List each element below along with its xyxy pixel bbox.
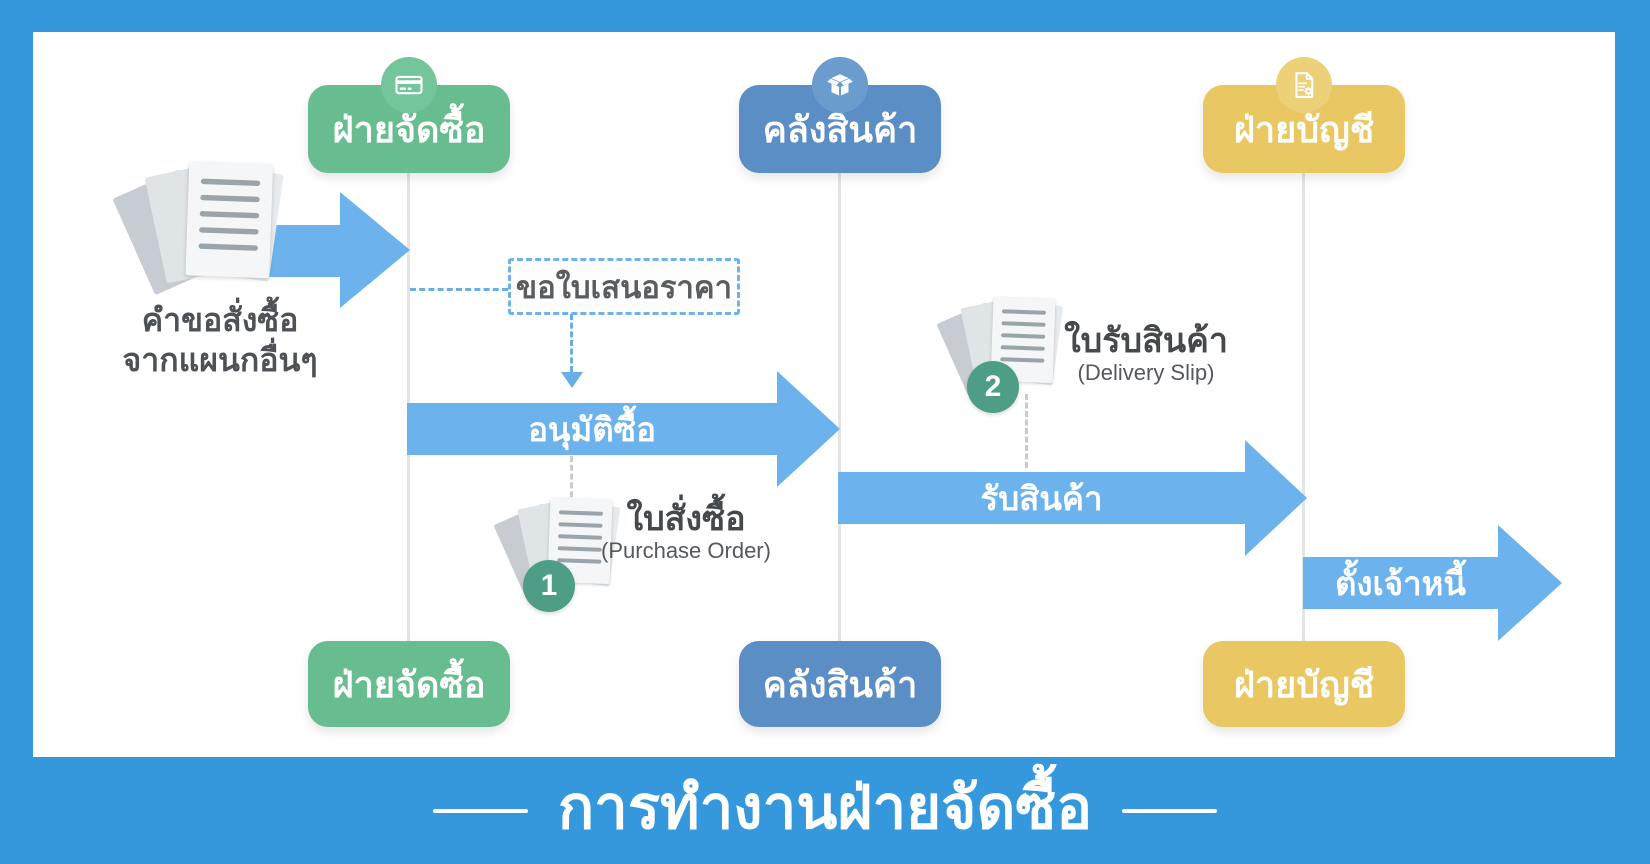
step-1-badge: 1	[523, 560, 575, 612]
arrow-receive-goods: รับสินค้า	[838, 440, 1307, 556]
dashed-link-approve	[570, 314, 573, 372]
caption-line-1: คำขอสั่งซื้อ	[141, 302, 299, 338]
record-payable-label: ตั้งเจ้าหนี้	[1334, 564, 1466, 602]
caption-line-2: จากแผนกอื่นๆ	[122, 342, 318, 378]
header-bottom-accounting: ฝ่ายบัญชี	[1203, 641, 1405, 727]
arrow-approve-purchase: อนุมัติซื้อ	[407, 371, 840, 487]
dashed-link-quotation	[410, 288, 508, 291]
arrow-record-payable: ตั้งเจ้าหนี้	[1303, 525, 1562, 641]
purchase-request-documents-icon	[112, 158, 284, 307]
header-top-accounting: ฝ่ายบัญชี	[1203, 85, 1405, 173]
page-title: การทำงานฝ่ายจัดซื้อ	[557, 774, 1093, 841]
document-gear-icon	[1276, 57, 1332, 113]
dashed-link-receive	[1025, 394, 1028, 468]
header-bottom-warehouse: คลังสินค้า	[739, 641, 941, 727]
header-bottom-purchasing: ฝ่ายจัดซื้อ	[308, 641, 510, 727]
approve-purchase-label: อนุมัติซื้อ	[528, 410, 656, 448]
dashed-arrowhead-down-icon	[561, 372, 583, 388]
lane-line-accounting	[1302, 173, 1305, 645]
delivery-slip-subtitle: (Delivery Slip)	[1077, 360, 1215, 385]
purchase-order-title: ใบสั่งซื้อ	[626, 500, 746, 538]
purchase-order-label: ใบสั่งซื้อ (Purchase Order)	[576, 500, 796, 564]
dashed-link-purchase-order	[570, 456, 573, 506]
title-dash-left	[432, 808, 528, 813]
delivery-slip-title: ใบรับสินค้า	[1064, 322, 1228, 360]
title-dash-right	[1122, 808, 1218, 813]
purchase-request-caption: คำขอสั่งซื้อ จากแผนกอื่นๆ	[95, 300, 345, 380]
credit-card-icon	[381, 57, 437, 113]
box-icon	[812, 57, 868, 113]
purchase-order-subtitle: (Purchase Order)	[601, 538, 771, 563]
request-quotation-label: ขอใบเสนอราคา	[515, 269, 733, 305]
request-quotation-box: ขอใบเสนอราคา	[508, 258, 740, 315]
delivery-slip-label: ใบรับสินค้า (Delivery Slip)	[1036, 322, 1256, 386]
step-2-badge: 2	[967, 361, 1019, 413]
diagram-title-band: การทำงานฝ่ายจัดซื้อ	[0, 757, 1650, 864]
receive-goods-label: รับสินค้า	[980, 479, 1103, 517]
